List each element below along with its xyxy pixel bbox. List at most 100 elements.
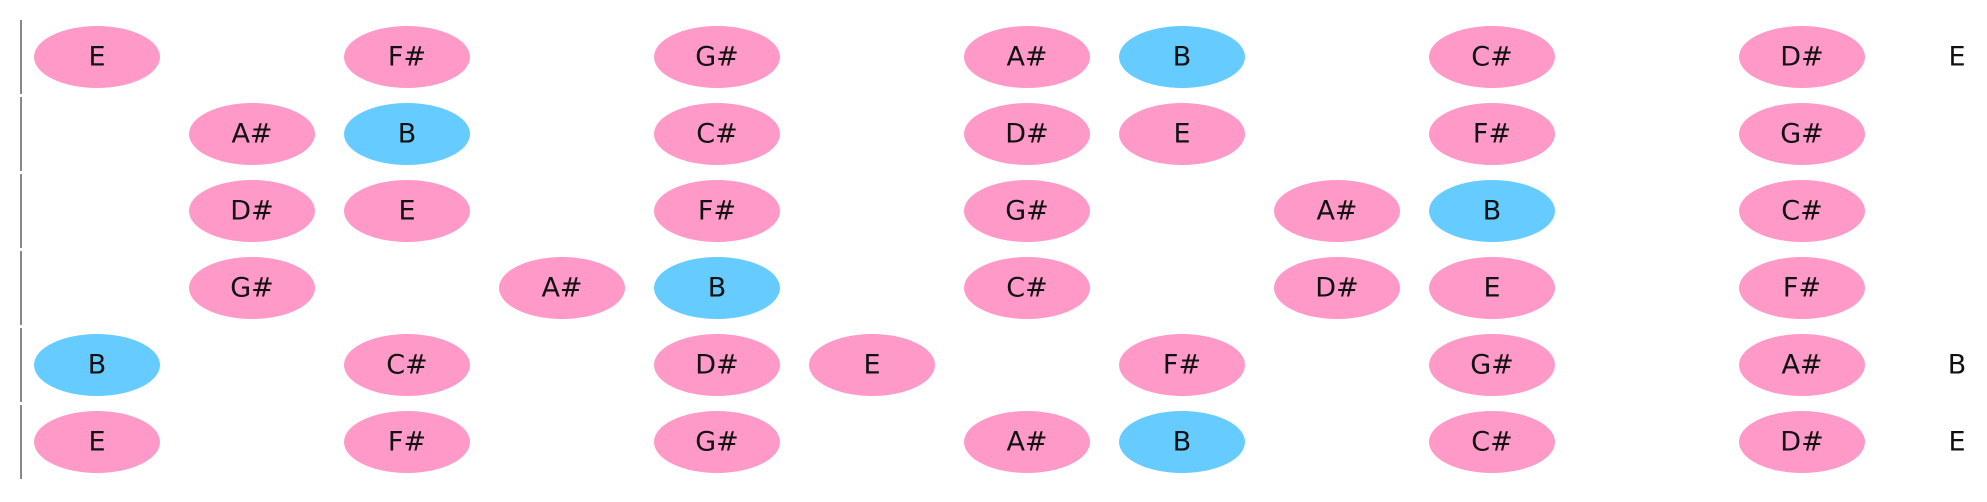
note-label: C# [1471,427,1512,458]
scale-note-ellipse [1274,180,1400,242]
scale-note-ellipse [344,180,470,242]
root-note-ellipse [654,257,780,319]
note-marker: F# [1739,257,1865,319]
note-marker: E [34,26,160,88]
note-marker: G# [1429,334,1555,396]
note-label: E [1483,273,1500,304]
note-label: A# [231,119,272,150]
scale-note-ellipse [189,257,315,319]
note-marker: C# [654,103,780,165]
note-label: D# [1005,119,1048,150]
note-marker: E [1429,257,1555,319]
note-label: G# [695,42,739,73]
root-note-ellipse [1119,411,1245,473]
next-octave-label: B [1948,350,1967,381]
scale-note-ellipse [189,180,315,242]
scale-note-ellipse [1739,26,1865,88]
note-label: A# [1781,350,1822,381]
note-label: G# [1005,196,1049,227]
scale-note-ellipse [1739,180,1865,242]
note-marker: B [344,103,470,165]
note-marker: F# [344,26,470,88]
note-marker: C# [964,257,1090,319]
scale-note-ellipse [1119,334,1245,396]
note-label: G# [1470,350,1514,381]
scale-note-ellipse [654,180,780,242]
note-label: A# [541,273,582,304]
root-note-ellipse [1429,180,1555,242]
scale-note-ellipse [344,411,470,473]
note-marker: D# [189,180,315,242]
note-label: B [398,119,417,150]
scale-note-ellipse [654,103,780,165]
note-marker: D# [1739,26,1865,88]
scale-note-ellipse [964,180,1090,242]
note-marker: C# [1429,411,1555,473]
scale-note-ellipse [189,103,315,165]
note-label: B [1483,196,1502,227]
root-note-ellipse [1119,26,1245,88]
note-label: B [88,350,107,381]
note-marker: D# [964,103,1090,165]
scale-note-ellipse [1739,334,1865,396]
next-octave-labels: E B E [1948,42,1967,458]
scale-note-ellipse [34,411,160,473]
note-label: C# [1006,273,1047,304]
note-label: B [1173,427,1192,458]
note-marker: F# [654,180,780,242]
root-note-ellipse [34,334,160,396]
note-markers: E F# G# A# B C# D# A# B C# D# E F# G# D# E F# G# A# B C# G# A#… [34,26,1865,473]
note-label: G# [230,273,274,304]
note-marker: G# [189,257,315,319]
note-marker: B [1119,26,1245,88]
note-marker: E [809,334,935,396]
note-marker: A# [964,411,1090,473]
note-label: F# [1163,350,1201,381]
note-marker: G# [654,26,780,88]
note-marker: G# [964,180,1090,242]
note-marker: A# [189,103,315,165]
note-marker: E [1119,103,1245,165]
note-marker: D# [654,334,780,396]
note-marker: D# [1274,257,1400,319]
note-marker: B [654,257,780,319]
scale-note-ellipse [1429,257,1555,319]
note-label: F# [388,42,426,73]
note-label: F# [698,196,736,227]
scale-note-ellipse [1429,103,1555,165]
note-label: A# [1006,42,1047,73]
scale-note-ellipse [1739,411,1865,473]
note-label: A# [1006,427,1047,458]
note-label: E [398,196,415,227]
note-label: B [1173,42,1192,73]
note-label: F# [1473,119,1511,150]
note-marker: A# [964,26,1090,88]
note-marker: B [34,334,160,396]
note-label: D# [1780,427,1823,458]
note-marker: F# [344,411,470,473]
scale-note-ellipse [964,257,1090,319]
next-octave-label: E [1948,42,1965,73]
note-marker: B [1429,180,1555,242]
note-marker: G# [1739,103,1865,165]
note-label: E [863,350,880,381]
scale-note-ellipse [964,103,1090,165]
note-marker: A# [1739,334,1865,396]
note-label: E [88,427,105,458]
note-marker: E [34,411,160,473]
note-marker: B [1119,411,1245,473]
note-label: C# [1471,42,1512,73]
scale-note-ellipse [344,26,470,88]
note-label: C# [386,350,427,381]
note-label: D# [695,350,738,381]
note-marker: F# [1119,334,1245,396]
next-octave-label: E [1948,427,1965,458]
scale-note-ellipse [1429,26,1555,88]
scale-note-ellipse [1119,103,1245,165]
note-label: E [88,42,105,73]
scale-note-ellipse [1739,103,1865,165]
root-note-ellipse [344,103,470,165]
scale-note-ellipse [499,257,625,319]
note-label: F# [1783,273,1821,304]
note-label: C# [1781,196,1822,227]
